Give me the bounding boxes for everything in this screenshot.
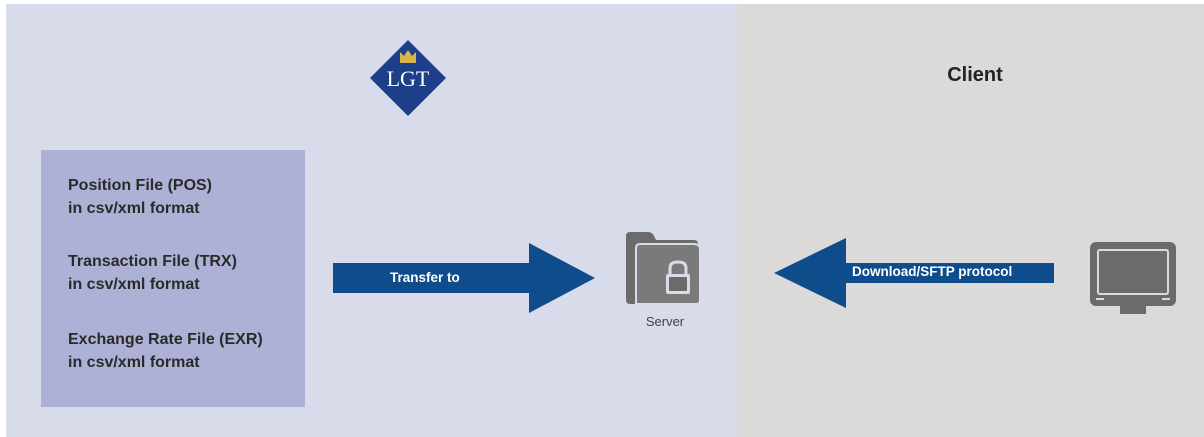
crown-icon <box>400 50 416 63</box>
folder-lock-icon <box>626 232 701 305</box>
file-name: Exchange Rate File (EXR) <box>68 331 263 348</box>
file-entry-trx: Transaction File (TRX) in csv/xml format <box>68 250 298 296</box>
file-format: in csv/xml format <box>68 276 200 293</box>
lgt-logo: LGT <box>370 40 446 116</box>
download-arrow <box>774 238 1054 308</box>
client-panel <box>738 4 1204 437</box>
file-name: Transaction File (TRX) <box>68 253 237 270</box>
files-box: Position File (POS) in csv/xml format Tr… <box>41 150 305 407</box>
download-label: Download/SFTP protocol <box>852 264 1013 279</box>
file-name: Position File (POS) <box>68 177 213 194</box>
transfer-arrow <box>333 243 595 313</box>
monitor-icon <box>1090 242 1176 314</box>
transfer-label: Transfer to <box>390 270 460 285</box>
file-format: in csv/xml format <box>68 200 200 217</box>
server-label: Server <box>645 314 685 329</box>
logo-text: LGT <box>387 66 430 91</box>
file-entry-pos: Position File (POS) in csv/xml format <box>68 174 298 220</box>
file-format: in csv/xml format <box>68 354 200 371</box>
file-entry-exr: Exchange Rate File (EXR) in csv/xml form… <box>68 328 298 374</box>
client-title: Client <box>947 64 1003 86</box>
